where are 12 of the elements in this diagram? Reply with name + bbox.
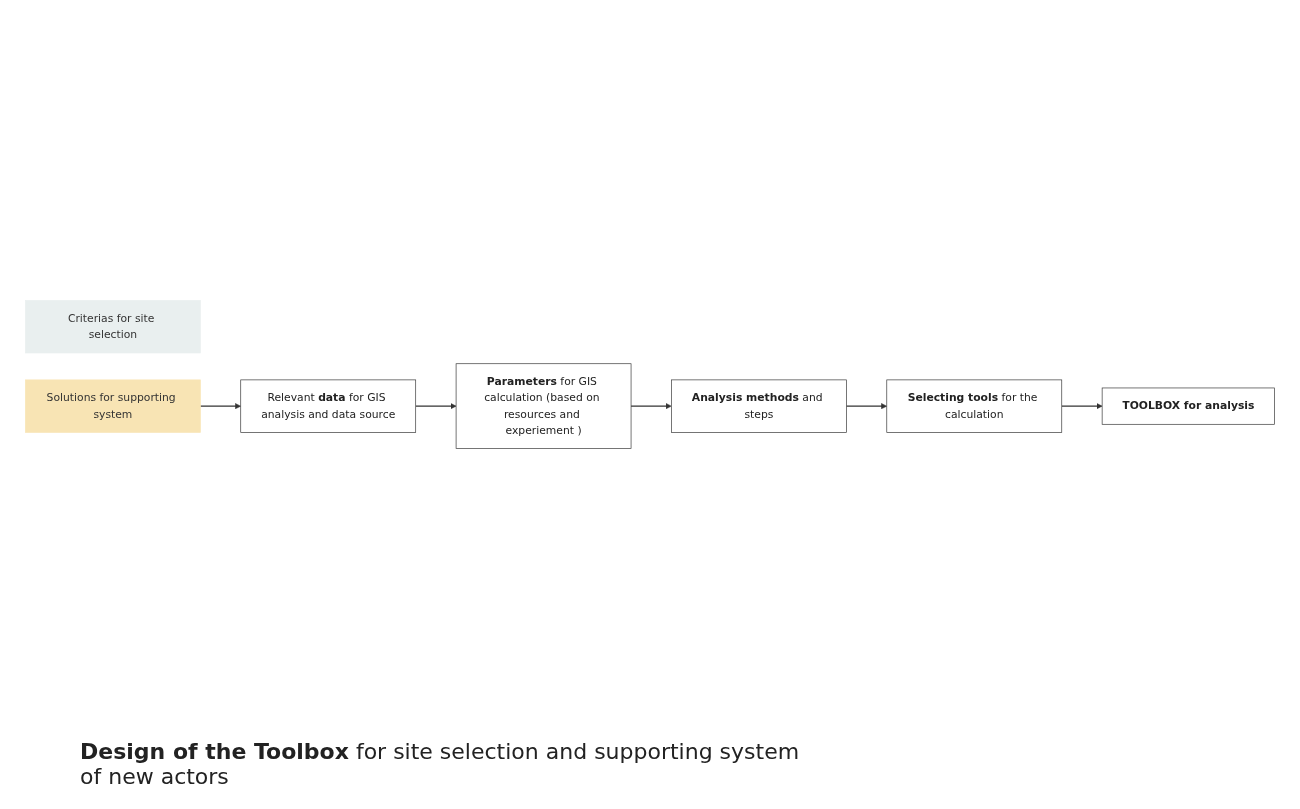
node-box: TOOLBOX for analysis <box>1101 387 1275 425</box>
node-box: Solutions for supporting system <box>25 379 201 433</box>
arrow <box>415 403 457 410</box>
arrow <box>1061 403 1103 410</box>
arrow <box>845 403 888 410</box>
node-box: Analysis methods and steps <box>671 379 847 433</box>
arrow <box>630 403 672 410</box>
node-box: Relevant data for GIS analysis and data source <box>240 379 417 433</box>
caption: Design of the Toolbox for site selection and supporting system of new actors <box>80 739 800 789</box>
node-box: Selecting tools for the calculation <box>886 379 1063 433</box>
arrow <box>199 403 241 410</box>
node-box: Parameters for GIS calculation (based on resources and experiement ) <box>455 363 632 449</box>
